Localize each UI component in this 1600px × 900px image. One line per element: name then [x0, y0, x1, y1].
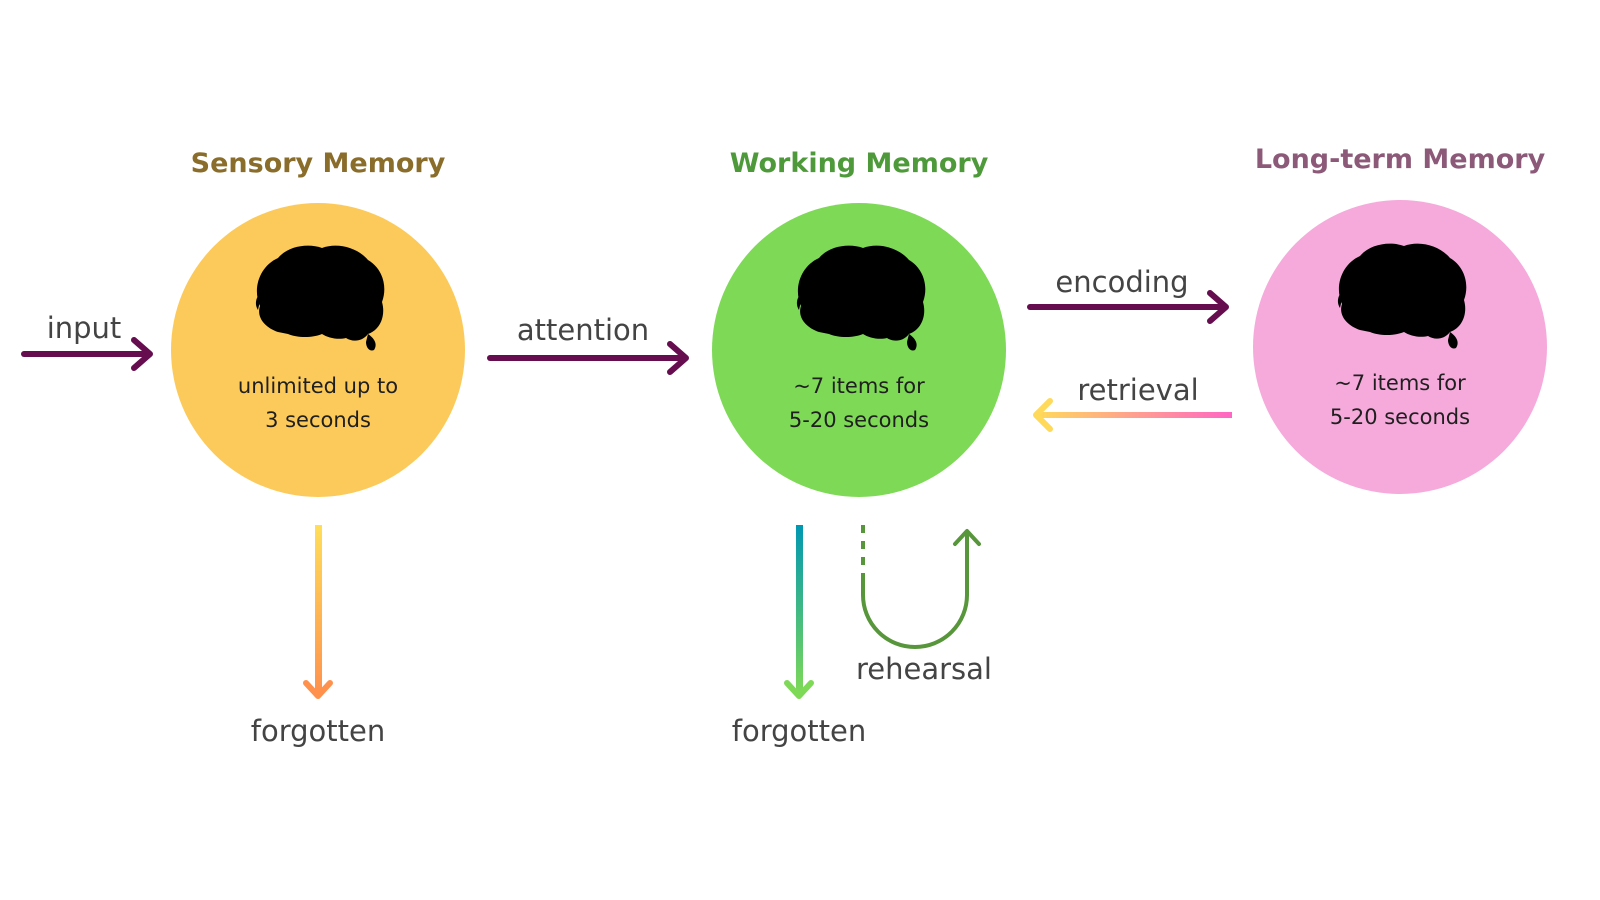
arrow-down-icon: [784, 525, 814, 699]
stage-duration: 3 seconds: [265, 408, 371, 432]
arrow-right-icon: [487, 341, 689, 375]
loop-arrow-icon: [861, 525, 981, 649]
retrieval-arrow: retrieval: [1033, 373, 1232, 432]
encoding-arrow: encoding: [1027, 265, 1229, 324]
stage-duration: 5-20 seconds: [1330, 405, 1470, 429]
stage-duration: 5-20 seconds: [789, 408, 929, 432]
attention-arrow: attention: [487, 313, 689, 375]
rehearsal-loop: rehearsal: [856, 525, 992, 686]
stage-capacity: ~7 items for: [793, 374, 925, 398]
arrow-right-icon: [21, 337, 153, 371]
input-arrow: input: [21, 311, 153, 371]
stage-title: Working Memory: [730, 148, 989, 179]
stage-circle: [712, 203, 1006, 497]
stage-circle: [1253, 200, 1547, 494]
stage-title: Sensory Memory: [191, 148, 446, 179]
stage-sensory: Sensory Memory unlimited up to 3 seconds: [171, 148, 465, 497]
arrow-label: retrieval: [1077, 373, 1198, 407]
arrow-label: forgotten: [732, 714, 866, 748]
stage-capacity: ~7 items for: [1334, 371, 1466, 395]
stage-working: Working Memory ~7 items for 5-20 seconds: [712, 148, 1006, 497]
forgotten-working-arrow: forgotten: [732, 525, 866, 748]
arrow-left-icon: [1033, 398, 1232, 432]
stage-circle: [171, 203, 465, 497]
forgotten-sensory-arrow: forgotten: [251, 525, 385, 748]
stage-capacity: unlimited up to: [238, 374, 398, 398]
stage-longterm: Long-term Memory ~7 items for 5-20 secon…: [1253, 144, 1547, 494]
arrow-label: rehearsal: [856, 652, 992, 686]
arrow-label: forgotten: [251, 714, 385, 748]
arrow-label: attention: [517, 313, 649, 347]
arrow-label: encoding: [1055, 265, 1188, 299]
stage-title: Long-term Memory: [1255, 144, 1546, 175]
arrow-label: input: [47, 311, 122, 345]
arrow-right-icon: [1027, 290, 1229, 324]
arrow-down-icon: [303, 525, 333, 699]
